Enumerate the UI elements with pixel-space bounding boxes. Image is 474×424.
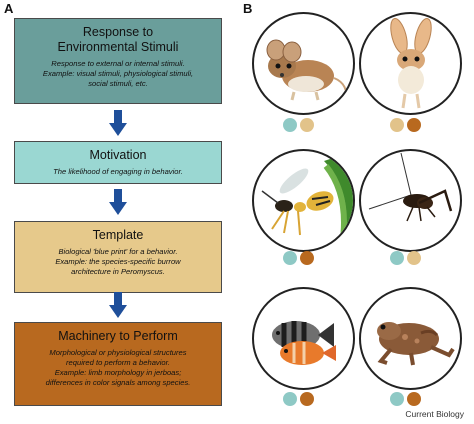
body-line: differences in color signals among speci… xyxy=(45,378,191,387)
status-dot xyxy=(283,118,297,132)
body-line: The likelihood of engaging in behavior. xyxy=(53,167,183,176)
box-machinery: Machinery to Perform Morphological or ph… xyxy=(14,322,222,406)
body-line: required to perform a behavior. xyxy=(66,358,170,367)
down-arrow-icon xyxy=(109,110,127,136)
wasp-circle xyxy=(252,149,355,252)
box-title: Motivation xyxy=(15,148,221,163)
box-template: Template Biological 'blue print' for a b… xyxy=(14,221,222,293)
box-title: Response to Environmental Stimuli xyxy=(15,25,221,55)
cichlid-fish-illustration-icon xyxy=(272,321,336,365)
panel-a-letter: A xyxy=(4,1,14,16)
cricket-circle xyxy=(359,149,462,252)
box-title: Template xyxy=(15,228,221,243)
journal-credit: Current Biology xyxy=(405,409,464,419)
status-dot xyxy=(300,392,314,406)
status-dot xyxy=(390,251,404,265)
status-dot xyxy=(283,392,297,406)
cricket-illustration-icon xyxy=(368,152,453,222)
status-dot xyxy=(300,118,314,132)
box-body: The likelihood of engaging in behavior. xyxy=(21,167,215,177)
jerboa-illustration-icon xyxy=(390,18,432,109)
body-line: Example: visual stimuli, physiological s… xyxy=(42,69,194,78)
cichlid-fish-circle xyxy=(252,287,355,390)
down-arrow-icon xyxy=(109,189,127,215)
body-line: Morphological or physiological structure… xyxy=(49,348,187,357)
title-line: Environmental Stimuli xyxy=(57,40,179,54)
mouse-illustration-icon xyxy=(266,39,348,103)
jerboa-circle xyxy=(359,12,462,115)
frog-circle xyxy=(359,287,462,390)
frog-illustration-icon xyxy=(377,322,455,366)
status-dot xyxy=(390,118,404,132)
body-line: Example: limb morphology in jerboas; xyxy=(54,368,182,377)
mouse-circle xyxy=(252,12,355,115)
wasp-illustration-icon xyxy=(261,151,353,250)
box-body: Morphological or physiological structure… xyxy=(21,348,215,388)
title-line: Template xyxy=(92,228,144,242)
body-line: architecture in Peromyscus. xyxy=(71,267,165,276)
body-line: Biological 'blue print' for a behavior. xyxy=(58,247,178,256)
body-line: social stimuli, etc. xyxy=(88,79,148,88)
box-body: Biological 'blue print' for a behavior. … xyxy=(21,247,215,277)
box-title: Machinery to Perform xyxy=(15,329,221,344)
body-line: Response to external or internal stimuli… xyxy=(51,59,185,68)
box-response-to-stimuli: Response to Environmental Stimuli Respon… xyxy=(14,18,222,104)
down-arrow-icon xyxy=(109,292,127,318)
status-dot xyxy=(283,251,297,265)
status-dot xyxy=(407,118,421,132)
status-dot xyxy=(300,251,314,265)
title-line: Motivation xyxy=(89,148,147,162)
title-line: Response to xyxy=(82,25,154,39)
body-line: Example: the species-specific burrow xyxy=(55,257,181,266)
status-dot xyxy=(407,251,421,265)
box-body: Response to external or internal stimuli… xyxy=(21,59,215,89)
title-line: Machinery to Perform xyxy=(58,329,178,343)
status-dot xyxy=(390,392,404,406)
status-dot xyxy=(407,392,421,406)
panel-b-letter: B xyxy=(243,1,253,16)
box-motivation: Motivation The likelihood of engaging in… xyxy=(14,141,222,184)
